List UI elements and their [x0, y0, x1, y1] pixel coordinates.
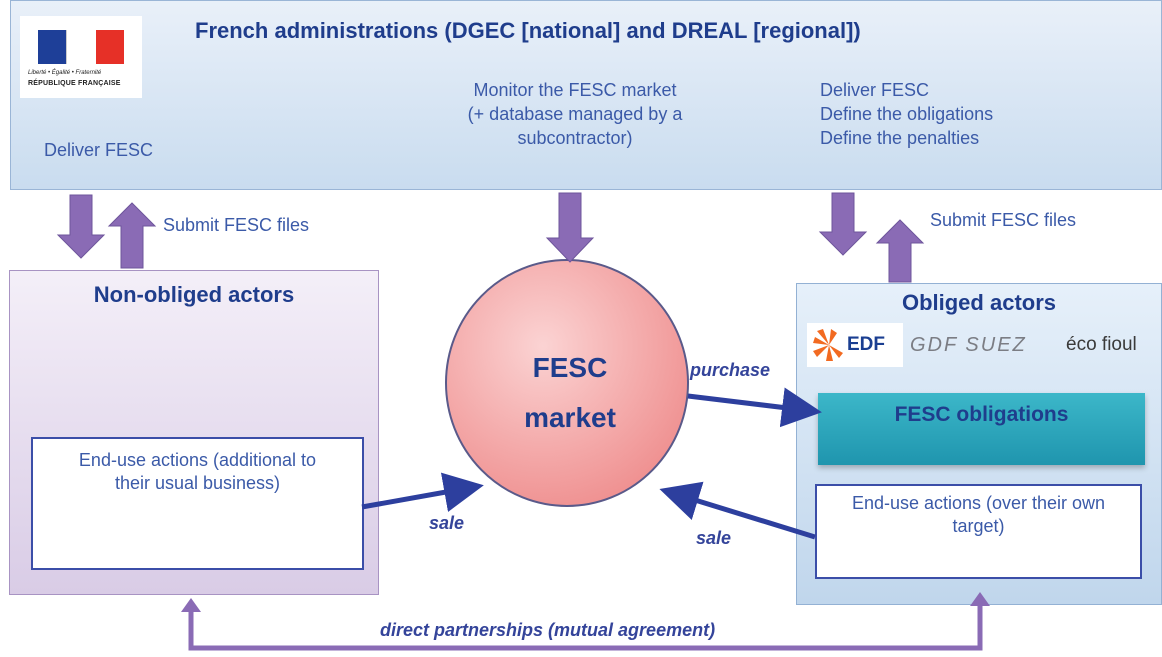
logo-name: RÉPUBLIQUE FRANÇAISE	[28, 80, 121, 87]
monitor-market-arrow	[545, 192, 595, 263]
purchase-arrow	[687, 387, 822, 428]
purchase-label: purchase	[690, 360, 771, 380]
submit-files-right-arrow	[875, 219, 925, 283]
obliged-actions-line-1: End-use actions (over their own	[851, 493, 1106, 513]
edf-logo-text: EDF	[847, 334, 885, 355]
partnership-bracket	[188, 600, 983, 651]
non-obliged-actions-box: End-use actions (additional to their usu…	[31, 437, 364, 570]
admin-right-text: Deliver FESC Define the obligations Defi…	[820, 78, 993, 150]
admin-right-line-3: Define the penalties	[820, 128, 980, 148]
fesc-market-circle	[445, 259, 689, 507]
fesc-obligations-label: FESC obligations	[894, 403, 1069, 426]
submit-files-left-label: Submit FESC files	[163, 215, 310, 235]
fesc-market-label-line-1: FESC	[532, 352, 608, 383]
partnership-label: direct partnerships (mutual agreement)	[380, 620, 716, 640]
deliver-fesc-left-arrow	[56, 194, 106, 259]
logo-motto: Liberté • Égalité • Fraternité	[28, 70, 102, 76]
administrations-title: French administrations (DGEC [national] …	[195, 18, 861, 43]
deliver-fesc-right-arrow	[818, 192, 868, 256]
obliged-actors-title: Obliged actors	[901, 290, 1057, 315]
fesc-obligations-box	[818, 393, 1145, 465]
gdf-suez-logo: GDF SUEZ	[910, 334, 1027, 356]
submit-files-right-label: Submit FESC files	[930, 210, 1077, 230]
edf-logo: EDF	[807, 323, 903, 367]
ecofioul-logo: éco fioul	[1066, 334, 1137, 355]
admin-left-text: Deliver FESC	[44, 140, 154, 160]
fesc-market-label: FESC market	[470, 343, 670, 443]
admin-middle-line-2: (+ database managed by a	[467, 104, 683, 124]
sale-left-arrow	[361, 472, 484, 512]
fesc-market-label-line-2: market	[524, 402, 616, 433]
non-obliged-actors-title: Non-obliged actors	[93, 282, 295, 307]
admin-right-line-1: Deliver FESC	[820, 80, 930, 100]
admin-middle-line-1: Monitor the FESC market	[473, 80, 677, 100]
non-obliged-actions-line-2: their usual business)	[114, 473, 281, 493]
sale-right-arrow	[659, 481, 816, 540]
obliged-actions-box: End-use actions (over their own target)	[815, 484, 1142, 579]
non-obliged-actions-line-1: End-use actions (additional to	[78, 450, 317, 470]
sale-right-label: sale	[696, 528, 732, 548]
obliged-actions-line-2: target)	[952, 516, 1005, 536]
administrations-banner	[10, 0, 1162, 190]
admin-right-line-2: Define the obligations	[820, 104, 994, 124]
sale-left-label: sale	[429, 513, 465, 533]
submit-files-left-arrow	[107, 202, 157, 269]
admin-middle-text: Monitor the FESC market (+ database mana…	[420, 78, 730, 150]
republique-francaise-logo: Liberté • Égalité • Fraternité RÉPUBLIQU…	[20, 16, 142, 98]
admin-middle-line-3: subcontractor)	[517, 128, 633, 148]
edf-flame-icon	[813, 329, 843, 361]
